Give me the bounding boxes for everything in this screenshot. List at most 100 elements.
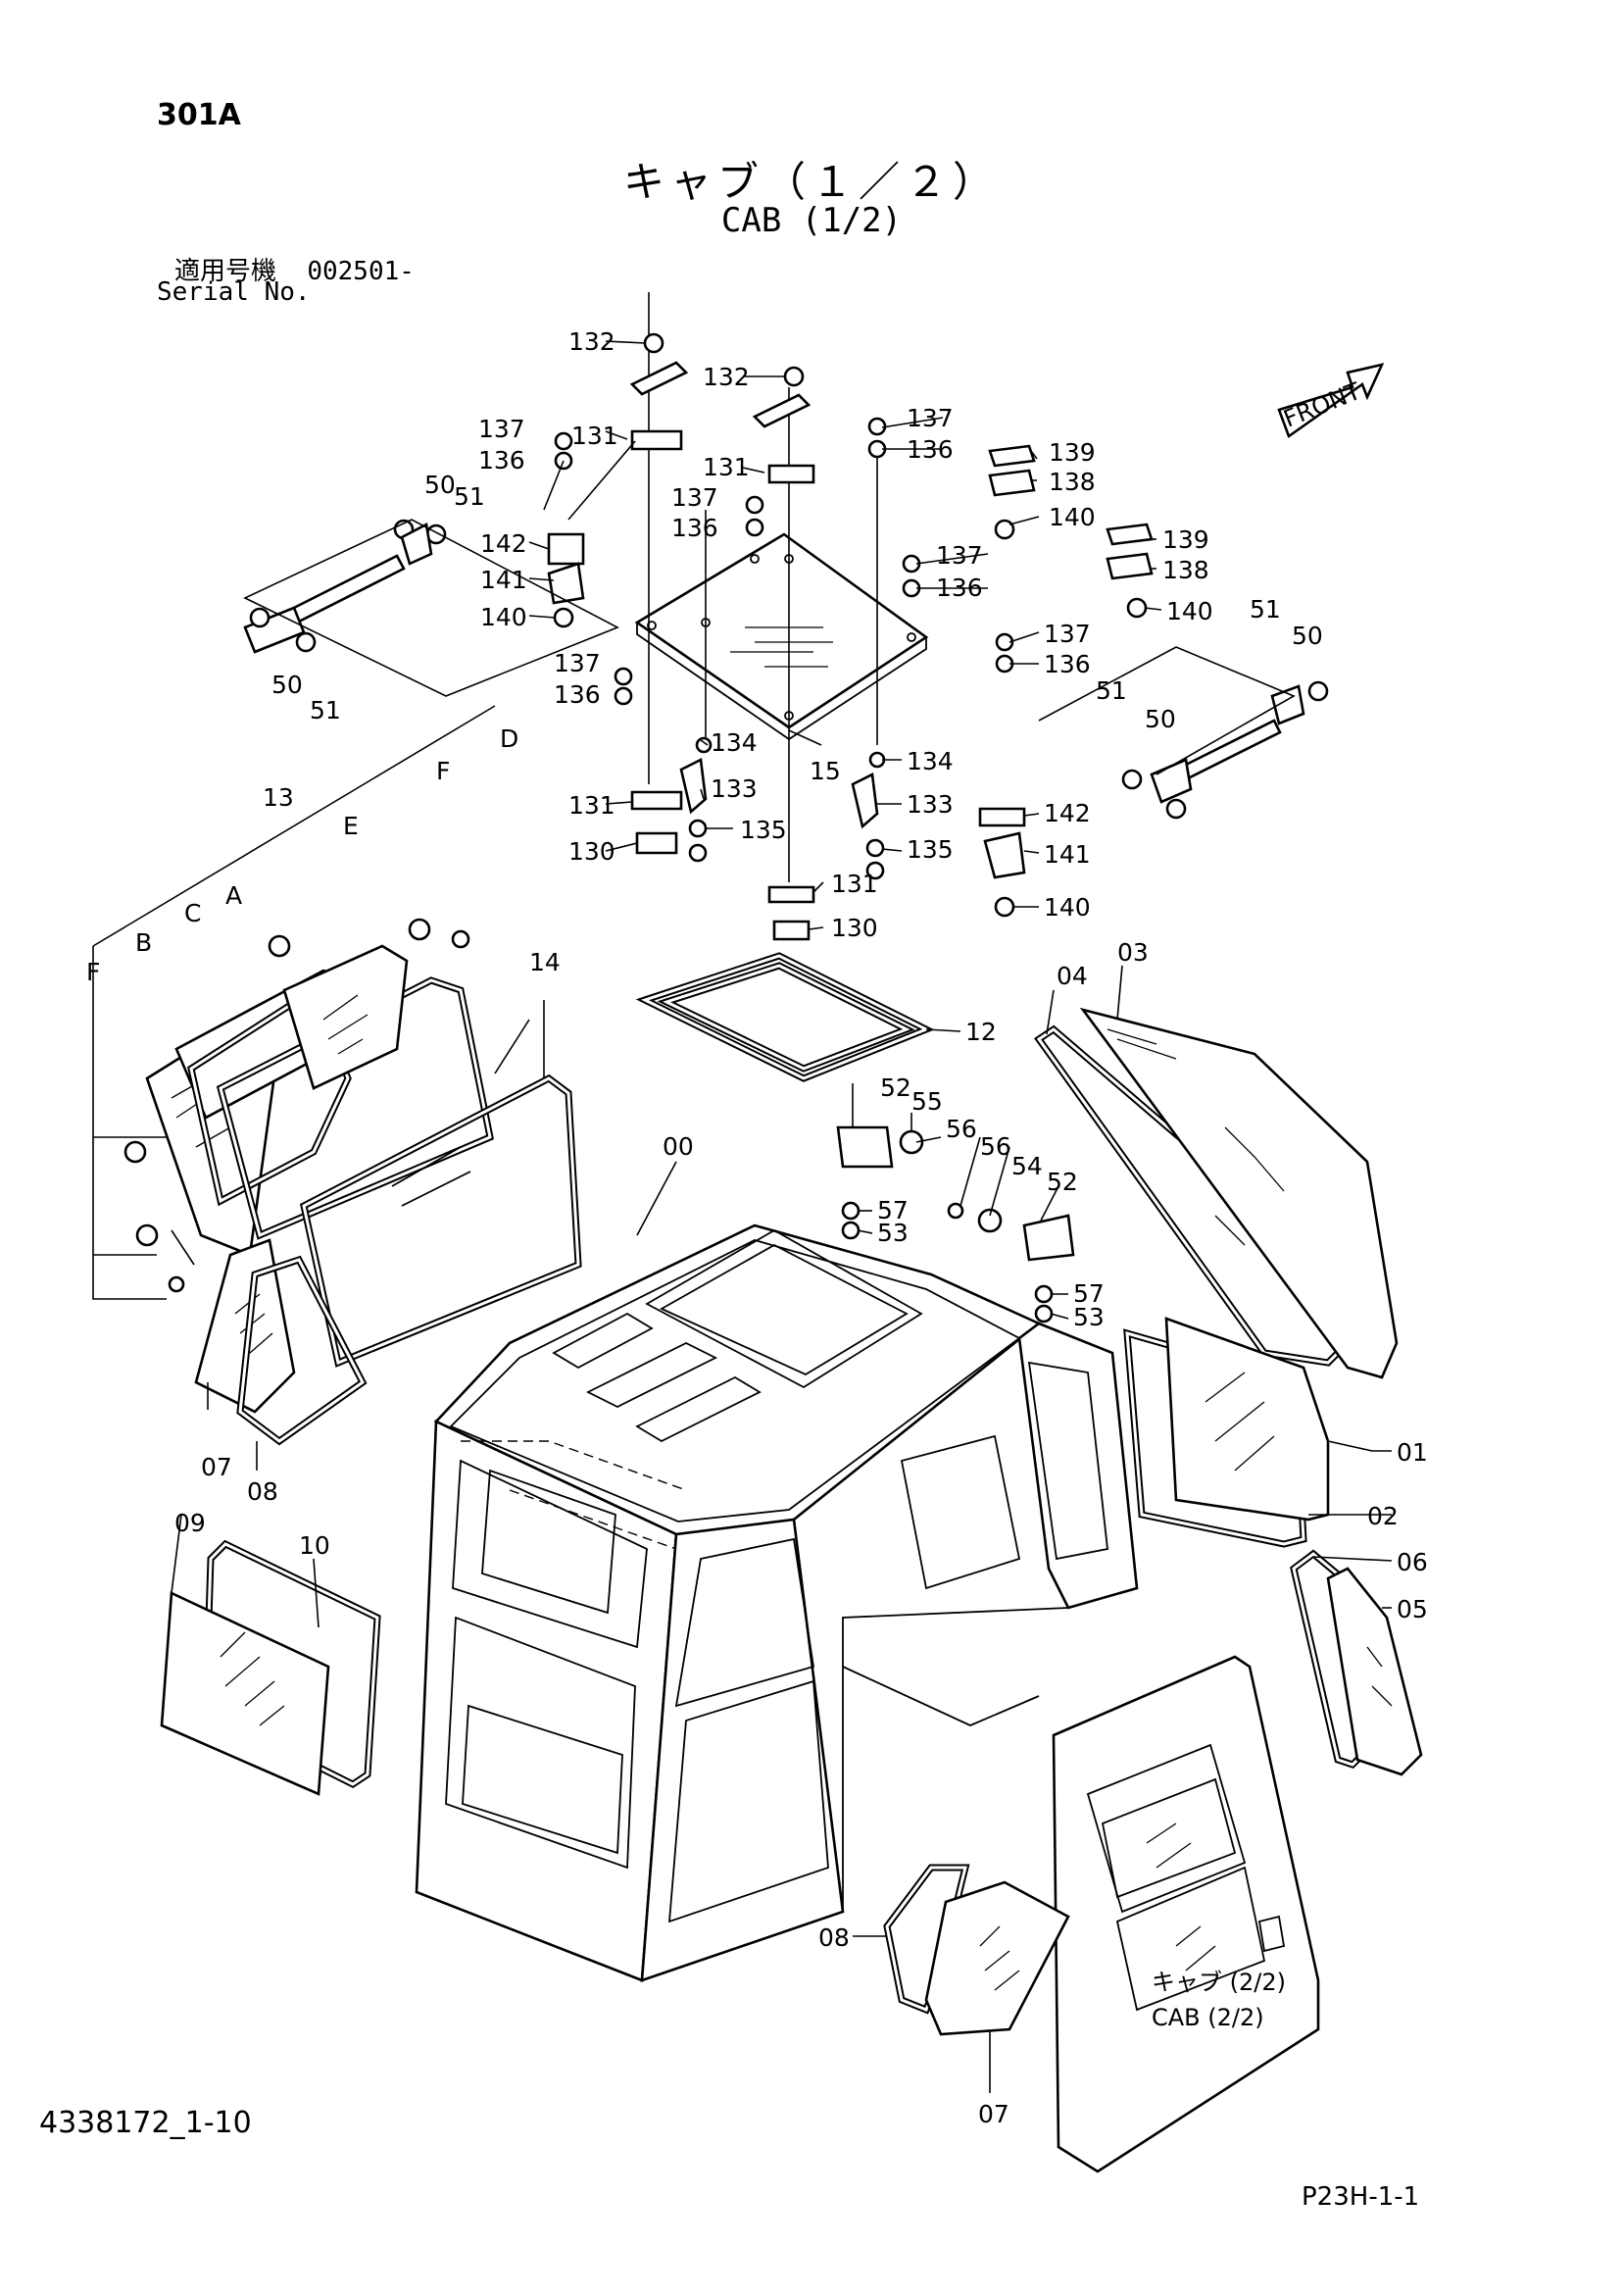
callout-07: 07 xyxy=(978,2100,1009,2128)
callout-135: 135 xyxy=(740,816,787,844)
callout-56: 56 xyxy=(946,1115,977,1143)
hinge-bracket-right-top xyxy=(988,444,1154,619)
callout-50: 50 xyxy=(424,471,456,499)
callout-134: 134 xyxy=(711,728,758,757)
callout-54: 54 xyxy=(1011,1152,1043,1180)
callout-07: 07 xyxy=(201,1453,232,1481)
callout-50: 50 xyxy=(271,671,303,699)
rear-quarter-glass-05-06 xyxy=(1290,1549,1423,1776)
callout-05: 05 xyxy=(1397,1595,1428,1623)
page-code: 301A xyxy=(157,98,241,132)
callout-labels: 132 132 137 131 136 131 137 136 137 136 … xyxy=(86,327,1428,2128)
callout-D: D xyxy=(500,724,518,753)
callout-02: 02 xyxy=(1367,1502,1399,1530)
callout-14: 14 xyxy=(529,948,561,976)
serial-label-japanese: 適用号機 xyxy=(174,257,277,286)
callout-51: 51 xyxy=(1250,595,1281,624)
callout-131: 131 xyxy=(831,870,878,898)
callout-01: 01 xyxy=(1397,1438,1428,1467)
document-number: 4338172_1-10 xyxy=(39,2106,252,2140)
window-latches xyxy=(123,918,470,1293)
callout-133: 133 xyxy=(907,790,954,819)
cab-frame-00 xyxy=(415,1223,1139,1982)
callout-131: 131 xyxy=(571,422,618,450)
callout-137: 137 xyxy=(478,415,525,443)
gas-strut-left xyxy=(243,519,447,654)
callout-138: 138 xyxy=(1162,556,1209,584)
callout-F: F xyxy=(436,757,450,785)
callout-131: 131 xyxy=(568,791,615,820)
cab-2-2-reference-jp: キャブ (2/2) xyxy=(1152,1969,1286,1996)
roof-bolts-136-137 xyxy=(554,417,1014,769)
callout-08: 08 xyxy=(818,1923,850,1952)
callout-137: 137 xyxy=(1044,620,1091,648)
callout-137: 137 xyxy=(907,404,954,432)
callout-15: 15 xyxy=(810,757,841,785)
callout-03: 03 xyxy=(1117,938,1149,967)
callout-51: 51 xyxy=(454,482,485,511)
callout-B: B xyxy=(135,928,152,957)
callout-140: 140 xyxy=(1049,503,1096,531)
callout-09: 09 xyxy=(174,1509,206,1537)
callout-142: 142 xyxy=(1044,799,1091,827)
callout-57: 57 xyxy=(877,1196,909,1224)
callout-52: 52 xyxy=(880,1073,911,1102)
callout-56: 56 xyxy=(980,1132,1011,1161)
callout-142: 142 xyxy=(480,529,527,558)
callout-136: 136 xyxy=(936,574,983,602)
callout-00: 00 xyxy=(663,1132,694,1161)
callout-140: 140 xyxy=(480,603,527,631)
callout-139: 139 xyxy=(1162,525,1209,554)
callout-10: 10 xyxy=(299,1531,330,1560)
callout-55: 55 xyxy=(911,1087,943,1116)
front-arrow-label: FRONT xyxy=(1280,377,1365,433)
callout-13: 13 xyxy=(263,783,294,812)
serial-value: 002501- xyxy=(307,257,415,286)
front-direction-arrow: FRONT xyxy=(1277,363,1385,439)
callout-12: 12 xyxy=(965,1018,997,1046)
callout-136: 136 xyxy=(478,446,525,474)
hinge-bracket-left xyxy=(547,532,585,628)
leader-lines xyxy=(171,340,1393,2093)
callout-130: 130 xyxy=(568,837,615,866)
callout-06: 06 xyxy=(1397,1548,1428,1576)
callout-141: 141 xyxy=(480,566,527,594)
callout-137: 137 xyxy=(671,483,718,512)
callout-08: 08 xyxy=(247,1477,278,1506)
sheet-number: P23H-1-1 xyxy=(1302,2182,1420,2212)
callout-137: 137 xyxy=(554,649,601,677)
callout-138: 138 xyxy=(1049,468,1096,496)
callout-137: 137 xyxy=(936,541,983,570)
callout-51: 51 xyxy=(310,696,341,724)
serial-label-english: Serial No. xyxy=(157,277,311,307)
callout-57: 57 xyxy=(1073,1279,1105,1308)
callout-50: 50 xyxy=(1145,705,1176,733)
callout-136: 136 xyxy=(907,435,954,464)
callout-132: 132 xyxy=(568,327,615,356)
callout-132: 132 xyxy=(703,363,750,391)
side-window-01-02 xyxy=(1123,1317,1330,1548)
lower-front-glass-left xyxy=(194,1238,368,1446)
lower-glass-right xyxy=(883,1864,1070,2036)
callout-C: C xyxy=(184,899,201,927)
callout-53: 53 xyxy=(1073,1303,1105,1331)
cab-2-2-reference-en: CAB (2/2) xyxy=(1152,2004,1264,2031)
callout-139: 139 xyxy=(1049,438,1096,467)
callout-140: 140 xyxy=(1166,597,1213,625)
window-frame-13 xyxy=(145,944,582,1368)
callout-136: 136 xyxy=(554,680,601,709)
roof-plate-15 xyxy=(634,532,929,741)
hinge-bracket-right-lower xyxy=(978,807,1026,918)
callout-141: 141 xyxy=(1044,840,1091,869)
gas-strut-right xyxy=(1121,680,1329,820)
callout-53: 53 xyxy=(877,1219,909,1247)
callout-51: 51 xyxy=(1096,676,1127,705)
side-glass-09-10 xyxy=(160,1539,381,1796)
serial-range-japanese: 適用号機 002501- xyxy=(174,251,415,287)
callout-134: 134 xyxy=(907,747,954,775)
callout-04: 04 xyxy=(1057,962,1088,990)
callout-135: 135 xyxy=(907,835,954,864)
door-panel: キャブ (2/2) CAB (2/2) xyxy=(1052,1655,1320,2173)
roof-glass-12 xyxy=(635,952,935,1082)
